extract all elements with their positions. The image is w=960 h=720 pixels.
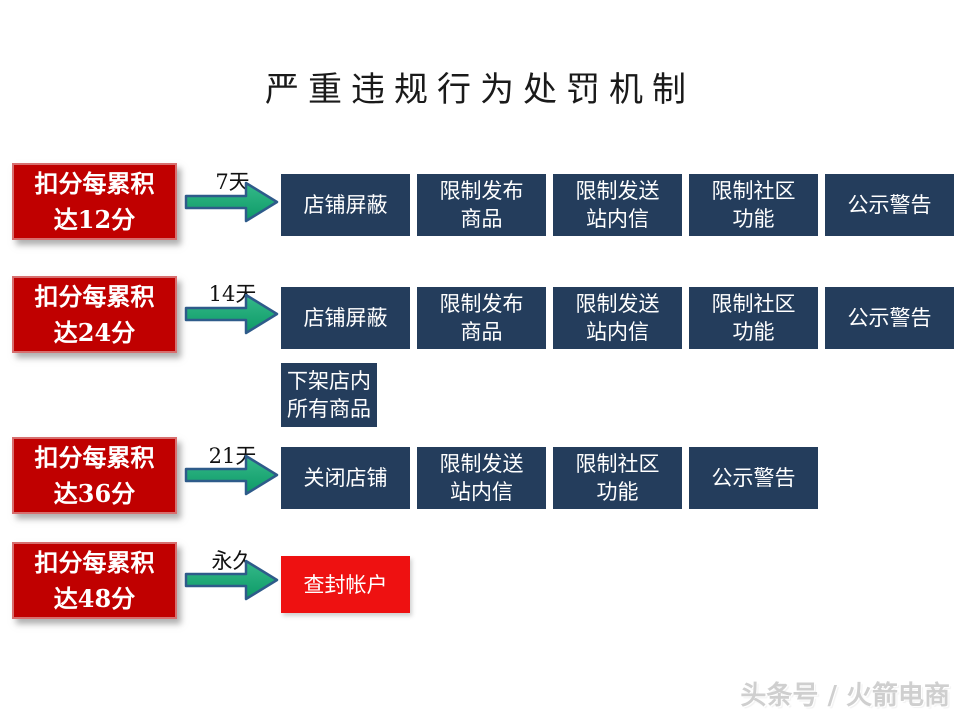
trigger-box-24: 扣分每累积 达24分: [12, 276, 177, 353]
penalty-box: 限制发布 商品: [417, 287, 546, 349]
penalty-box: 店铺屏蔽: [281, 287, 410, 349]
final-penalty-box: 查封帐户: [281, 556, 410, 613]
penalty-box: 关闭店铺: [281, 447, 410, 509]
arrow-label-7days: 7天: [215, 170, 250, 194]
watermark: 头条号 / 火箭电商: [740, 681, 950, 711]
trigger-box-48: 扣分每累积 达48分: [12, 542, 177, 619]
penalty-box: 限制社区 功能: [689, 287, 818, 349]
penalty-box: 限制社区 功能: [553, 447, 682, 509]
trigger-box-36: 扣分每累积 达36分: [12, 437, 177, 514]
penalty-box: 公示警告: [825, 287, 954, 349]
penalty-box: 限制发送 站内信: [553, 174, 682, 236]
right-arrow-icon: [184, 559, 279, 601]
right-arrow-icon: [184, 293, 279, 335]
right-arrow-icon: [184, 454, 279, 496]
penalty-box: 店铺屏蔽: [281, 174, 410, 236]
penalty-box: 公示警告: [689, 447, 818, 509]
penalty-box: 限制发布 商品: [417, 174, 546, 236]
penalty-box: 限制社区 功能: [689, 174, 818, 236]
right-arrow-icon: [184, 181, 279, 223]
penalty-box: 限制发送 站内信: [417, 447, 546, 509]
extra-penalty-box: 下架店内 所有商品: [281, 363, 377, 427]
penalty-box: 公示警告: [825, 174, 954, 236]
page-title: 严重违规行为处罚机制: [265, 70, 695, 110]
trigger-box-12: 扣分每累积 达12分: [12, 163, 177, 240]
penalty-box: 限制发送 站内信: [553, 287, 682, 349]
